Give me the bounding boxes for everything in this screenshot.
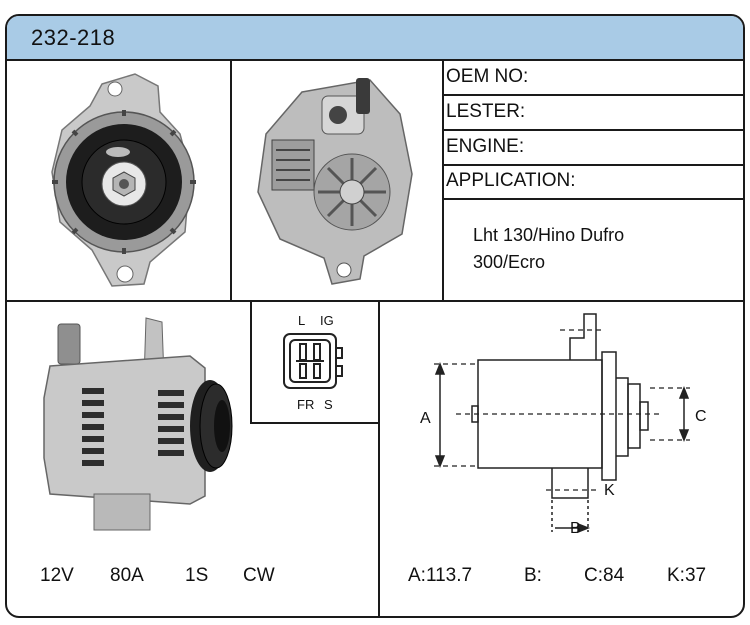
dimension-c-value: C:84	[584, 565, 625, 586]
lester-label: LESTER:	[446, 101, 526, 122]
alternator-front-view-image	[51, 73, 196, 287]
spec-amperage: 80A	[110, 565, 144, 586]
divider-h-middle	[7, 300, 743, 302]
alternator-side-view-image	[43, 317, 233, 531]
dimension-k-value: K:37	[667, 565, 707, 586]
application-value: Lht 130/Hino Dufro 300/Ecro	[473, 222, 713, 276]
connector-pin-ig: IG	[320, 313, 334, 328]
divider-v1	[230, 61, 232, 301]
connector-pin-fr: FR	[297, 397, 315, 412]
title-bar: 232-218	[7, 16, 743, 61]
spec-rotation: CW	[243, 565, 275, 586]
dimension-k-label: K	[604, 482, 615, 499]
application-label: APPLICATION:	[446, 170, 576, 191]
connector-pin-s: S	[324, 397, 333, 412]
application-value-line-1: Lht 130/Hino Dufro	[473, 225, 625, 245]
divider-v3	[378, 301, 380, 616]
connector-box-bottom	[250, 422, 380, 424]
alternator-rear-view-image	[257, 78, 413, 285]
info-row-line-4	[442, 198, 743, 200]
dimension-b-value: B:	[524, 565, 542, 586]
oem-no-label: OEM NO:	[446, 66, 529, 87]
dimension-a-value: A:113.7	[408, 565, 473, 586]
connector-plug-diagram	[283, 333, 343, 389]
divider-v2	[442, 61, 444, 301]
connector-pin-l: L	[298, 313, 306, 328]
dimension-drawing	[434, 313, 690, 534]
spec-voltage: 12V	[40, 565, 74, 586]
dimension-a-label: A	[420, 410, 431, 427]
application-value-line-2: 300/Ecro	[473, 252, 546, 272]
engine-label: ENGINE:	[446, 136, 525, 157]
dimension-b-label: B	[570, 520, 581, 537]
part-number: 232-218	[31, 25, 116, 50]
info-row-line-3	[442, 164, 743, 166]
dimension-c-label: C	[695, 408, 707, 425]
info-row-line-2	[442, 129, 743, 131]
connector-box-left	[250, 301, 252, 424]
info-row-line-1	[442, 94, 743, 96]
spec-pulley: 1S	[185, 565, 209, 586]
